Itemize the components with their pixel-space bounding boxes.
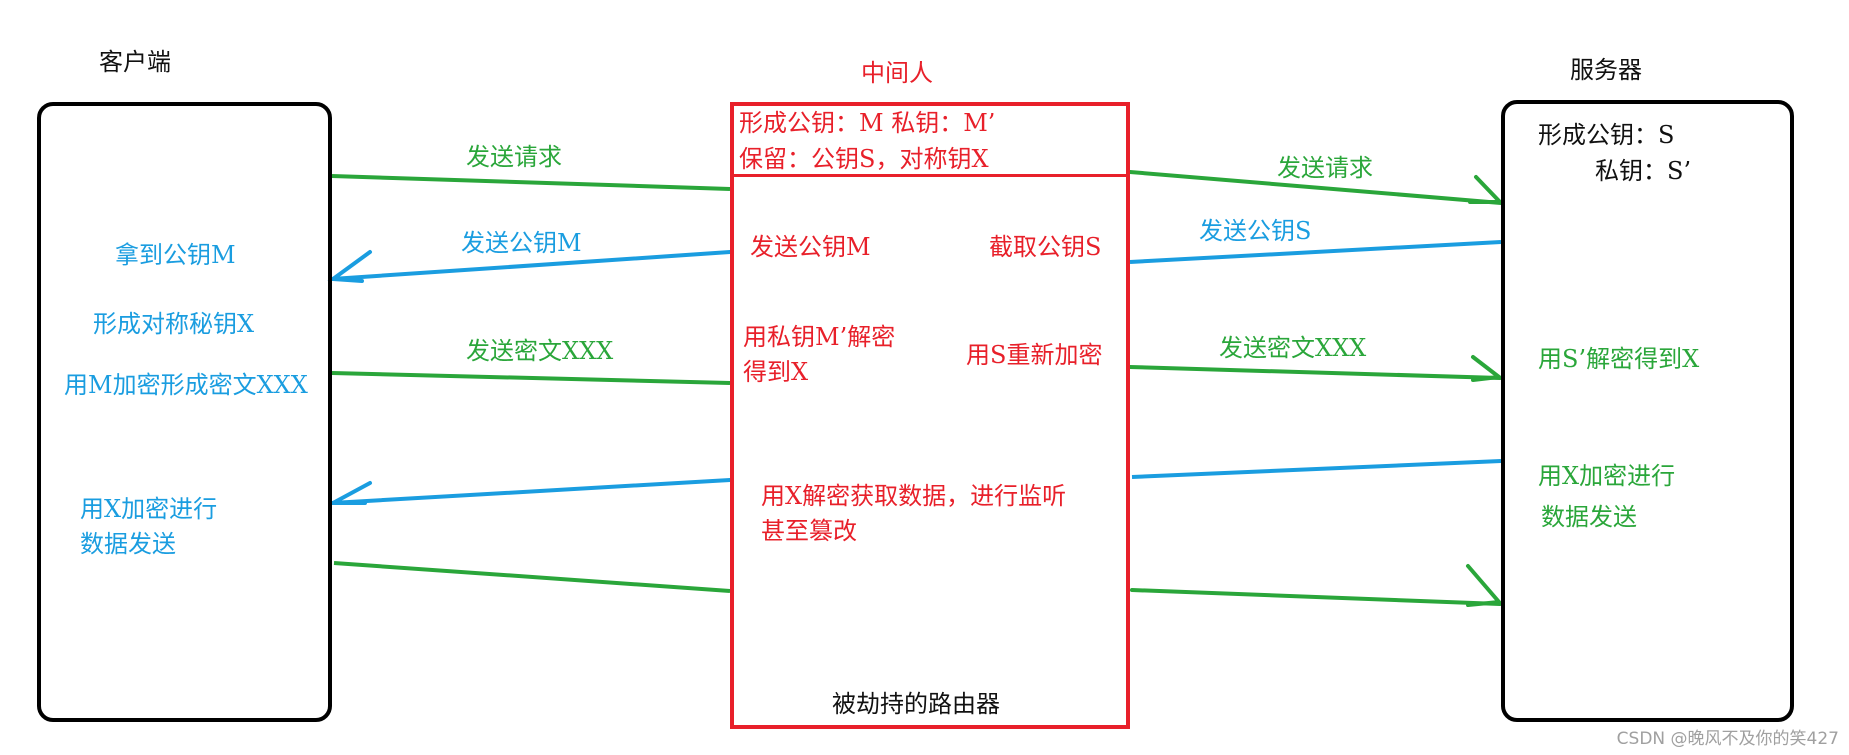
- arrow-request-mitm-to-server: [1128, 170, 1505, 205]
- watermark: CSDN @晚风不及你的笑427: [1616, 729, 1839, 749]
- client-get-key: 拿到公钥M: [115, 241, 236, 269]
- mitm-title: 中间人: [861, 59, 933, 87]
- mitm-reencrypt: 用S重新加密: [966, 341, 1103, 369]
- server-send-2: 数据发送: [1541, 503, 1637, 531]
- server-title: 服务器: [1570, 56, 1642, 84]
- arrow-data-server-to-mitm: [1131, 459, 1502, 479]
- arrow-pubkey-mitm-to-client: [327, 250, 732, 283]
- edge-label-left-pubkey: 发送公钥M: [461, 229, 582, 257]
- mitm-intercept-pubkey: 截取公钥S: [989, 233, 1102, 261]
- server-keys-1: 形成公钥：S: [1538, 121, 1675, 149]
- arrow-data-mitm-to-server: [1130, 564, 1504, 607]
- edge-label-left-request: 发送请求: [466, 143, 562, 171]
- edge-label-right-request: 发送请求: [1277, 154, 1373, 182]
- client-box: [37, 102, 332, 722]
- mitm-router-box: [730, 102, 1130, 729]
- server-keys-2: 私钥：S’: [1595, 157, 1692, 185]
- arrow-data-client-to-mitm: [333, 561, 731, 593]
- mitm-keep: 保留：公钥S，对称钥X: [739, 145, 989, 173]
- client-title: 客户端: [99, 48, 171, 76]
- arrow-request-client-to-mitm: [331, 174, 731, 191]
- mitm-footer: 被劫持的路由器: [832, 690, 1000, 718]
- mitm-divider: [734, 174, 1126, 177]
- client-encrypt: 用M加密形成密文XXX: [64, 371, 308, 399]
- edge-label-right-pubkey: 发送公钥S: [1199, 217, 1312, 245]
- client-send-1: 用X加密进行: [80, 495, 218, 523]
- mitm-keys: 形成公钥：M 私钥：M’: [739, 109, 996, 137]
- mitm-decrypt-2: 得到X: [743, 358, 809, 386]
- arrow-data-mitm-to-client: [330, 478, 732, 505]
- arrow-cipher-client-to-mitm: [331, 371, 731, 385]
- arrow-cipher-mitm-to-server: [1128, 355, 1505, 382]
- client-make-sym: 形成对称秘钥X: [93, 310, 255, 338]
- mitm-forward-pubkey: 发送公钥M: [750, 233, 871, 261]
- server-box: [1501, 100, 1794, 722]
- client-send-2: 数据发送: [80, 530, 176, 558]
- arrow-pubkey-server-to-mitm: [1129, 240, 1502, 264]
- server-send-1: 用X加密进行: [1538, 462, 1676, 490]
- server-decrypt: 用S’解密得到X: [1538, 345, 1700, 373]
- edge-label-right-cipher: 发送密文XXX: [1219, 334, 1367, 362]
- edge-label-left-cipher: 发送密文XXX: [466, 337, 614, 365]
- mitm-decrypt-1: 用私钥M’解密: [743, 323, 896, 351]
- mitm-eavesdrop-2: 甚至篡改: [761, 517, 857, 545]
- mitm-eavesdrop-1: 用X解密获取数据，进行监听: [761, 482, 1067, 510]
